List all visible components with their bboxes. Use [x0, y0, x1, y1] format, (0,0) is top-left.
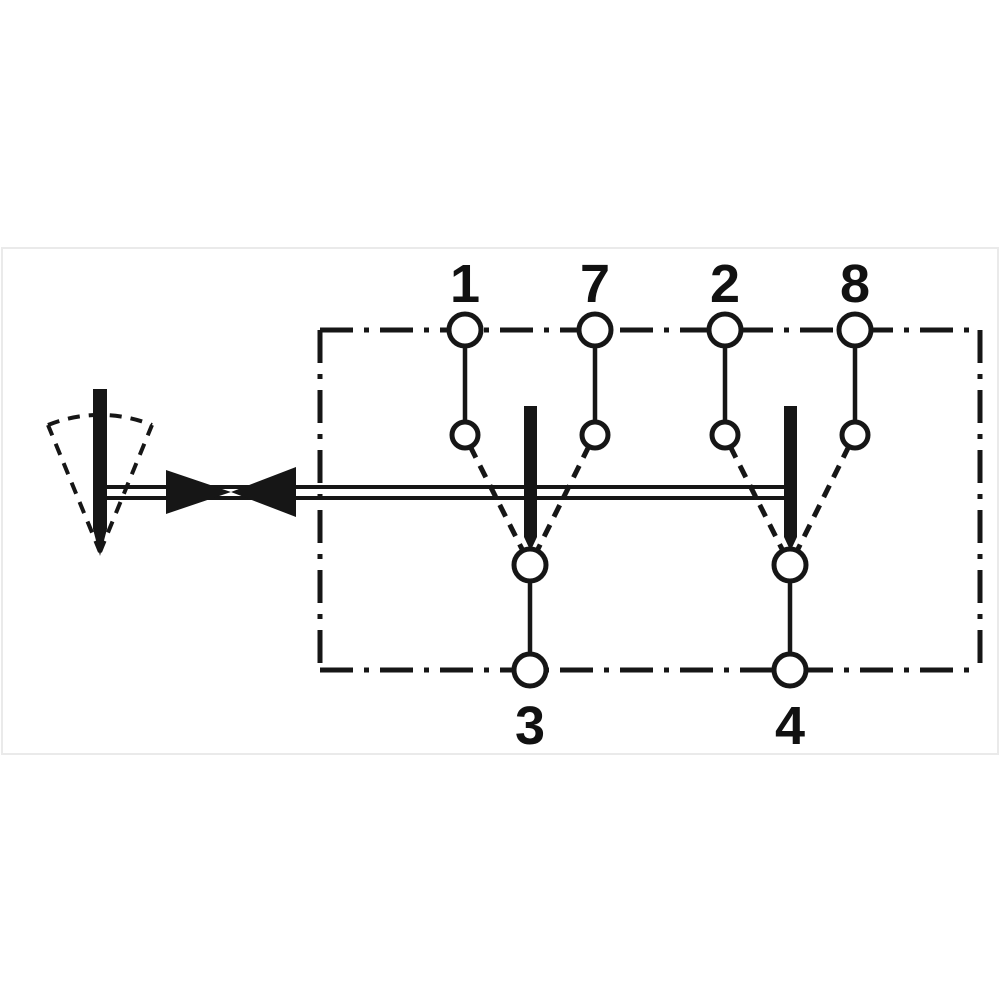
- terminal-label: 2: [710, 254, 740, 314]
- movable-contact-circle: [511, 546, 549, 584]
- terminal-pin-circle: [576, 311, 614, 349]
- rod-coupling-bowtie: [166, 467, 296, 517]
- image-frame: [1, 247, 999, 755]
- terminal-top-2: 2: [706, 254, 744, 451]
- movable-contact-circle: [771, 546, 809, 584]
- coupling-right-triangle: [231, 467, 296, 517]
- terminal-label: 4: [775, 696, 805, 756]
- fixed-contact-circle: [449, 419, 481, 451]
- terminal-pin-circle: [771, 651, 809, 689]
- actuator-bar-right: [784, 406, 797, 551]
- terminal-bottom-4: 4: [771, 546, 809, 756]
- path-contact8-to-pole4: [794, 444, 852, 553]
- fixed-contact-circle: [579, 419, 611, 451]
- terminal-pin-circle: [446, 311, 484, 349]
- lever-travel-right-dashed: [98, 424, 154, 553]
- terminal-pin-circle: [836, 311, 874, 349]
- terminal-label: 3: [515, 696, 545, 756]
- lever-handle: [93, 389, 107, 556]
- terminal-pin-circle: [706, 311, 744, 349]
- actuator-bars: [524, 406, 797, 551]
- path-contact1-to-pole3: [467, 444, 526, 553]
- terminal-top-8: 8: [836, 254, 874, 451]
- terminal-pin-circle: [511, 651, 549, 689]
- fixed-contact-circle: [709, 419, 741, 451]
- terminal-top-7: 7: [576, 254, 614, 451]
- terminal-label: 8: [840, 254, 870, 314]
- path-contact2-to-pole4: [727, 444, 786, 553]
- terminal-bottom-3: 3: [511, 546, 549, 756]
- coupling-left-triangle: [166, 470, 231, 514]
- actuator-rod: [106, 485, 790, 500]
- terminal-label: 1: [450, 254, 480, 314]
- path-contact7-to-pole3: [534, 444, 592, 553]
- lever-travel-left-dashed: [46, 424, 102, 553]
- contact-switch-paths: [467, 444, 852, 553]
- toggle-lever: [46, 389, 154, 556]
- terminal-label: 7: [580, 254, 610, 314]
- terminal-top-1: 1: [446, 254, 484, 451]
- fixed-contact-circle: [839, 419, 871, 451]
- actuator-bar-left: [524, 406, 537, 551]
